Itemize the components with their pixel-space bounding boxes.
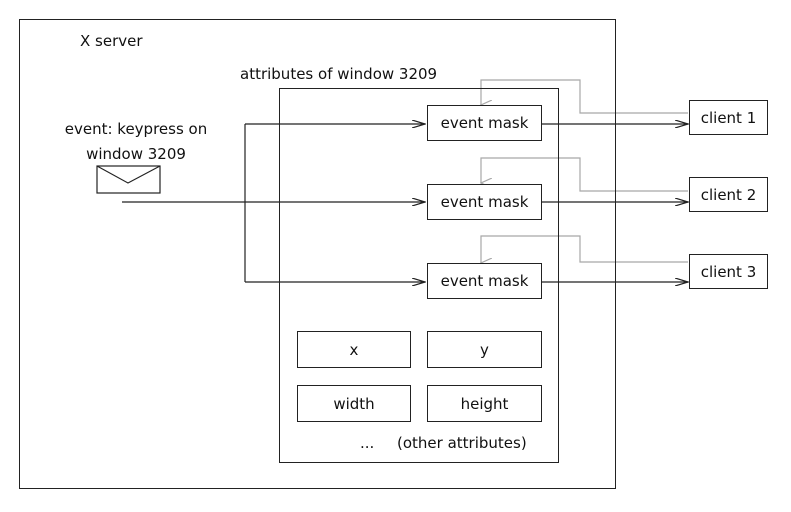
event-mask-1: event mask xyxy=(427,105,542,141)
x-server-box xyxy=(19,19,616,489)
client-3: client 3 xyxy=(689,254,768,289)
attribute-width: width xyxy=(297,385,411,422)
event-mask-2: event mask xyxy=(427,184,542,220)
ellipsis: ... xyxy=(360,434,375,452)
event-label-line2: window 3209 xyxy=(86,145,186,163)
window-attributes-title: attributes of window 3209 xyxy=(240,65,438,83)
event-mask-3: event mask xyxy=(427,263,542,299)
envelope-icon xyxy=(96,165,161,194)
x-server-label: X server xyxy=(80,32,143,50)
attribute-x: x xyxy=(297,331,411,368)
attribute-y: y xyxy=(427,331,542,368)
other-attributes-label: (other attributes) xyxy=(397,434,527,452)
attribute-height: height xyxy=(427,385,542,422)
client-2: client 2 xyxy=(689,177,768,212)
event-label-line1: event: keypress on xyxy=(64,120,208,138)
client2-feedback xyxy=(481,157,688,192)
client-1: client 1 xyxy=(689,100,768,135)
client3-feedback xyxy=(481,235,688,263)
window-attributes-box xyxy=(279,88,559,463)
